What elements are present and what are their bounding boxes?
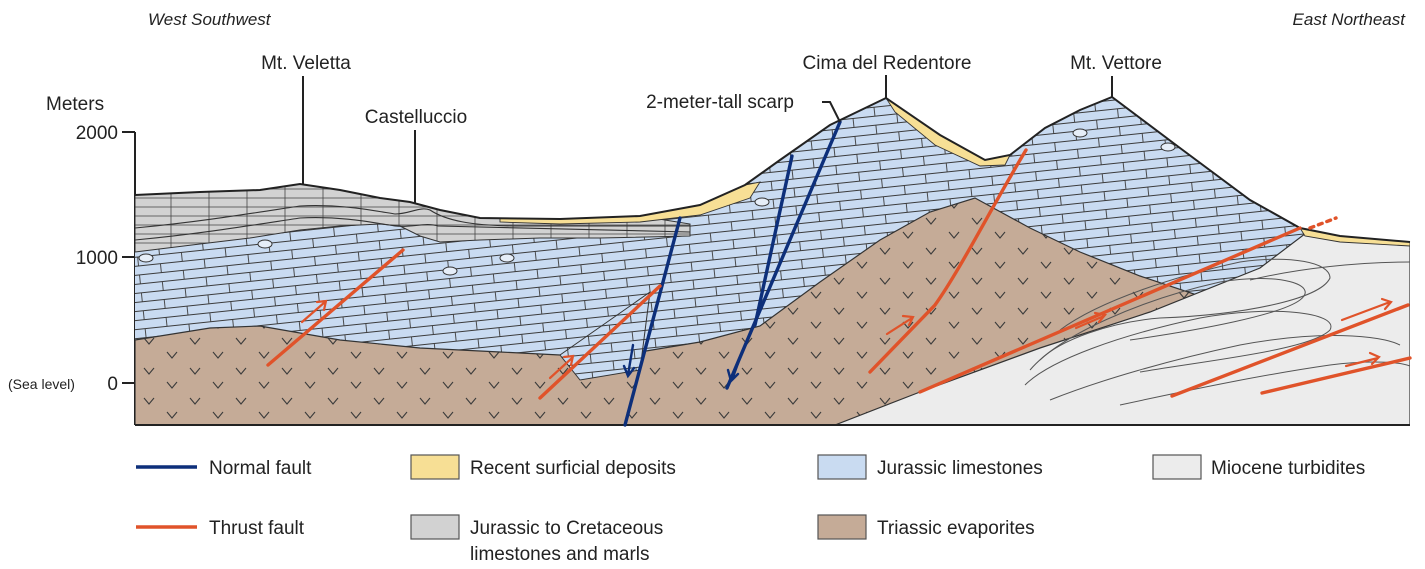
- legend-label-normal-fault: Normal fault: [209, 458, 312, 479]
- legend-label-jurassic-limestone: Jurassic limestones: [877, 458, 1043, 479]
- axis-unit-label: Meters: [46, 94, 104, 115]
- legend-label-jur-cret-line2: limestones and marls: [470, 544, 650, 565]
- elevation-axis: Meters 2000 1000 0 (Sea level): [8, 94, 135, 425]
- legend: Normal fault Thrust fault Recent surfici…: [136, 455, 1365, 565]
- legend-swatch-triassic: [818, 515, 866, 539]
- tick-label-1000: 1000: [76, 248, 118, 269]
- thrust-fault-dashed: [1310, 218, 1336, 228]
- sea-level-label: (Sea level): [8, 376, 75, 392]
- peak-label-vettore: Mt. Vettore: [1070, 53, 1162, 74]
- peak-label-veletta: Mt. Veletta: [261, 53, 351, 74]
- legend-swatch-surficial: [411, 455, 459, 479]
- west-direction-label: West Southwest: [148, 10, 272, 29]
- legend-label-miocene: Miocene turbidites: [1211, 458, 1365, 479]
- peak-label-castelluccio: Castelluccio: [365, 107, 467, 128]
- legend-label-thrust-fault: Thrust fault: [209, 518, 305, 539]
- legend-label-surficial: Recent surficial deposits: [470, 458, 676, 479]
- legend-label-triassic: Triassic evaporites: [877, 518, 1035, 539]
- legend-label-jur-cret-line1: Jurassic to Cretaceous: [470, 518, 663, 539]
- legend-swatch-jurassic-limestone: [818, 455, 866, 479]
- tick-label-2000: 2000: [76, 123, 118, 144]
- legend-swatch-miocene: [1153, 455, 1201, 479]
- scarp-label: 2-meter-tall scarp: [646, 92, 794, 113]
- tick-label-0: 0: [107, 374, 118, 395]
- east-direction-label: East Northeast: [1293, 10, 1407, 29]
- legend-swatch-jur-cret: [411, 515, 459, 539]
- peak-label-redentore: Cima del Redentore: [803, 53, 972, 74]
